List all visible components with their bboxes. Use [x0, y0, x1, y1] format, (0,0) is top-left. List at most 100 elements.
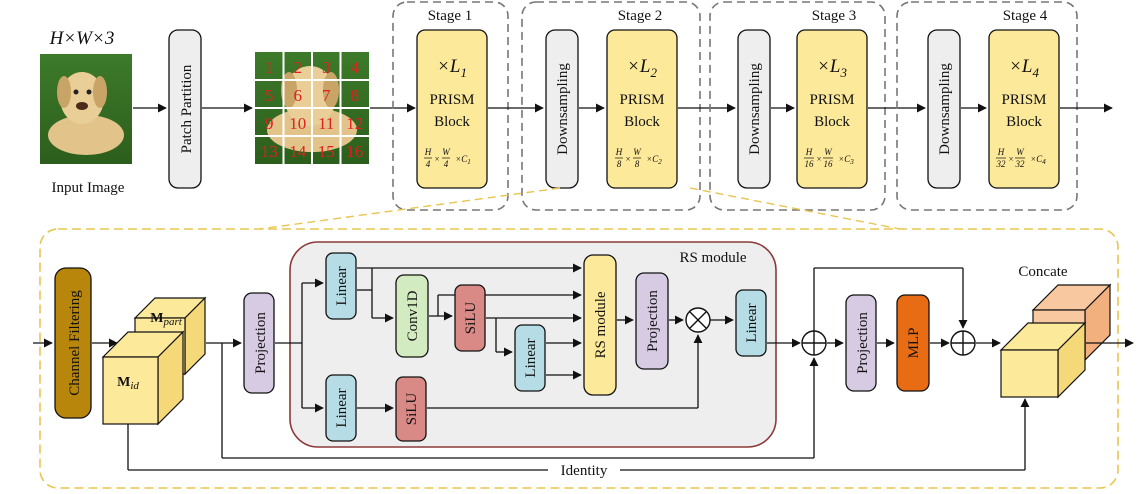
svg-text:Projection: Projection — [855, 312, 871, 374]
stage-3-downsampling-block: Downsampling — [737, 29, 771, 189]
svg-text:×: × — [625, 154, 631, 164]
svg-text:×C4: ×C4 — [1030, 154, 1046, 166]
svg-text:W: W — [442, 147, 451, 157]
svg-text:PRISM: PRISM — [809, 92, 854, 108]
patch-number: 13 — [261, 142, 278, 161]
svg-text:Patch Partition: Patch Partition — [179, 64, 195, 153]
stage-1-title: Stage 1 — [428, 8, 473, 24]
svg-text:H: H — [615, 147, 623, 157]
svg-text:×C3: ×C3 — [838, 154, 854, 166]
svg-text:RS module: RS module — [679, 250, 746, 266]
svg-text:Projection: Projection — [253, 312, 269, 374]
svg-text:W: W — [633, 147, 642, 157]
svg-text:Downsampling: Downsampling — [747, 63, 763, 155]
patch-partition-block: Patch Partition — [168, 29, 202, 189]
svg-text:×L2: ×L2 — [627, 56, 657, 80]
identity-label: Identity — [561, 463, 608, 479]
linear-block-inner: Linear — [514, 324, 546, 392]
patch-number: 1 — [265, 58, 274, 77]
svg-text:Conv1D: Conv1D — [405, 290, 421, 341]
projection-block-2: Projection — [635, 272, 669, 370]
patch-number: 14 — [289, 142, 307, 161]
concate-label: Concate — [1018, 264, 1067, 280]
svg-text:Linear: Linear — [523, 338, 539, 377]
svg-text:MLP: MLP — [906, 328, 922, 359]
patch-number: 7 — [322, 86, 331, 105]
add-node-2 — [950, 330, 976, 356]
add-node-1 — [801, 330, 827, 356]
stage-2-title: Stage 2 — [618, 8, 663, 24]
svg-text:PRISM: PRISM — [1001, 92, 1046, 108]
svg-text:×: × — [816, 154, 822, 164]
svg-text:×L3: ×L3 — [817, 56, 847, 80]
svg-text:PRISM: PRISM — [429, 92, 474, 108]
stage-2-downsampling-block: Downsampling — [545, 29, 579, 189]
svg-text:Linear: Linear — [744, 303, 760, 342]
silu-block-top: SiLU — [454, 284, 486, 352]
stage-4-prism-block: ×L4 PRISM Block H 32 × W 32 ×C4 — [988, 29, 1060, 189]
stage-4-downsampling-block: Downsampling — [927, 29, 961, 189]
patch-number: 4 — [351, 58, 360, 77]
svg-text:×L1: ×L1 — [437, 56, 467, 80]
patch-number: 8 — [351, 86, 360, 105]
patch-number: 6 — [294, 86, 303, 105]
svg-text:×: × — [434, 154, 440, 164]
svg-text:16: 16 — [805, 159, 815, 169]
svg-text:×L4: ×L4 — [1009, 56, 1039, 80]
m-id-cube: Mid — [101, 330, 185, 426]
stage-4-title: Stage 4 — [1003, 8, 1048, 24]
stage-1-prism-block: ×L1 PRISM Block H 4 × W 4 ×C1 — [416, 29, 488, 189]
svg-text:Block: Block — [814, 114, 850, 130]
patch-number: 2 — [294, 58, 303, 77]
svg-text:32: 32 — [1015, 159, 1026, 169]
silu-block-bottom: SiLU — [395, 376, 427, 442]
patch-number: 12 — [346, 114, 363, 133]
stage-3: Stage 3 Downsampling ×L3 PRISM Block H 1… — [709, 1, 886, 211]
svg-text:Downsampling: Downsampling — [937, 63, 953, 155]
projection-block-1: Projection — [243, 292, 275, 394]
svg-text:Block: Block — [434, 114, 470, 130]
patch-number: 11 — [318, 114, 334, 133]
svg-text:Linear: Linear — [334, 266, 350, 305]
concat-cube-front — [999, 321, 1087, 399]
stage-4: Stage 4 Downsampling ×L4 PRISM Block H 3… — [896, 1, 1078, 211]
svg-text:4: 4 — [426, 159, 431, 169]
svg-text:×C1: ×C1 — [455, 154, 471, 166]
svg-text:Downsampling: Downsampling — [555, 63, 571, 155]
stage-2: Stage 2 Downsampling ×L2 PRISM Block H 8… — [521, 1, 701, 211]
prism-block-detail-frame — [39, 228, 1119, 489]
channel-filtering-block: Channel Filtering — [54, 267, 92, 419]
svg-text:Block: Block — [1006, 114, 1042, 130]
patch-number: 9 — [265, 114, 274, 133]
input-size-label: H×W×3 — [49, 28, 115, 49]
mlp-block: MLP — [896, 294, 930, 392]
patch-number: 16 — [346, 142, 363, 161]
linear-block-top: Linear — [325, 252, 357, 320]
svg-text:SiLU: SiLU — [404, 393, 420, 426]
svg-text:W: W — [824, 147, 833, 157]
svg-text:Mpart: Mpart — [150, 311, 182, 328]
multiply-node — [685, 307, 711, 333]
patch-number: 15 — [318, 142, 335, 161]
patch-number: 5 — [265, 86, 274, 105]
svg-text:Mid: Mid — [117, 375, 139, 392]
svg-text:Projection: Projection — [645, 290, 661, 352]
svg-text:Linear: Linear — [334, 388, 350, 427]
svg-text:H: H — [997, 147, 1005, 157]
svg-text:H: H — [424, 147, 432, 157]
input-image-caption: Input Image — [52, 180, 125, 196]
svg-text:8: 8 — [635, 159, 640, 169]
svg-text:RS module: RS module — [593, 291, 609, 358]
svg-text:×: × — [1008, 154, 1014, 164]
svg-text:H: H — [805, 147, 813, 157]
stage-2-prism-block: ×L2 PRISM Block H 8 × W 8 ×C2 — [606, 29, 678, 189]
linear-block-bottom: Linear — [325, 374, 357, 442]
svg-text:4: 4 — [444, 159, 449, 169]
svg-text:8: 8 — [617, 159, 622, 169]
linear-block-right: Linear — [735, 289, 767, 357]
stage-3-prism-block: ×L3 PRISM Block H 16 × W 16 ×C3 — [796, 29, 868, 189]
svg-text:Block: Block — [624, 114, 660, 130]
input-image — [40, 54, 132, 164]
